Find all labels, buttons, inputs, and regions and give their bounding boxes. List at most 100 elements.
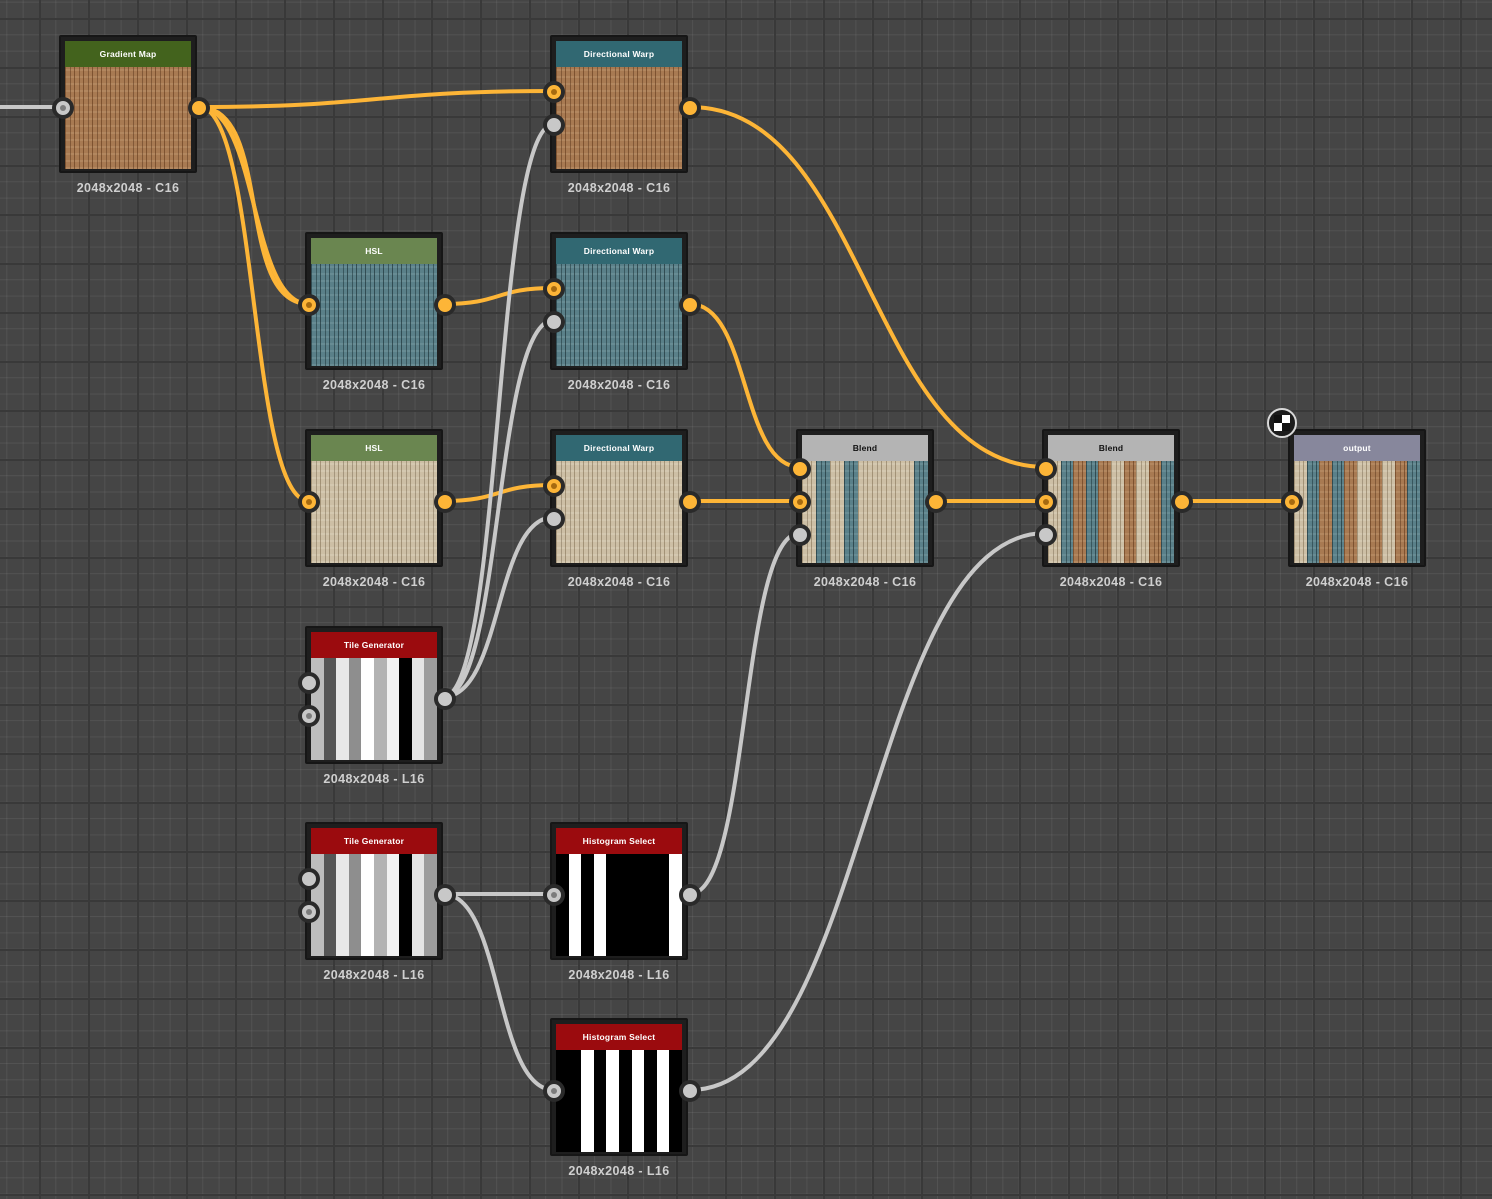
node-title: HSL xyxy=(311,238,437,264)
node-resolution: 2048x2048 - C16 xyxy=(567,575,671,589)
node-thumbnail xyxy=(311,461,437,563)
node-histogram-select-1[interactable]: Histogram Select 2048x2048 - L16 xyxy=(543,822,701,982)
opacity-input-port[interactable] xyxy=(1035,524,1057,546)
opacity-input-port[interactable] xyxy=(789,524,811,546)
grayscale-connection-wire[interactable] xyxy=(441,892,556,1092)
node-thumbnail xyxy=(311,854,437,956)
node-resolution: 2048x2048 - C16 xyxy=(567,181,671,195)
input-port[interactable] xyxy=(298,705,320,727)
output-port[interactable] xyxy=(679,97,701,119)
node-title: Directional Warp xyxy=(556,238,682,264)
node-thumbnail xyxy=(556,461,682,563)
input-port[interactable] xyxy=(543,278,565,300)
output-port[interactable] xyxy=(679,491,701,513)
node-title: output xyxy=(1294,435,1420,461)
node-directional-warp-2[interactable]: Directional Warp 2048x2048 - C16 xyxy=(543,232,701,392)
node-title: Tile Generator xyxy=(311,632,437,658)
checker-icon[interactable] xyxy=(1267,408,1297,438)
node-tile-generator-2[interactable]: Tile Generator 2048x2048 - L16 xyxy=(298,822,456,982)
output-port[interactable] xyxy=(434,491,456,513)
node-thumbnail xyxy=(556,1050,682,1152)
node-thumbnail xyxy=(802,461,928,563)
node-output[interactable]: output 2048x2048 - C16 xyxy=(1281,429,1426,589)
grayscale-connection-wire[interactable] xyxy=(441,122,556,699)
color-connection-wire[interactable] xyxy=(197,105,311,306)
node-thumbnail xyxy=(311,264,437,366)
input-port[interactable] xyxy=(52,97,74,119)
input-port[interactable] xyxy=(543,884,565,906)
node-resolution: 2048x2048 - C16 xyxy=(76,181,180,195)
output-port[interactable] xyxy=(434,688,456,710)
node-title: Directional Warp xyxy=(556,41,682,67)
node-resolution: 2048x2048 - L16 xyxy=(323,968,425,982)
input-port[interactable] xyxy=(543,1080,565,1102)
node-blend-2[interactable]: Blend 2048x2048 - C16 xyxy=(1035,429,1193,589)
node-histogram-select-2[interactable]: Histogram Select 2048x2048 - L16 xyxy=(543,1018,701,1178)
node-hsl-1[interactable]: HSL 2048x2048 - C16 xyxy=(298,232,456,392)
node-directional-warp-1[interactable]: Directional Warp 2048x2048 - C16 xyxy=(543,35,701,195)
node-resolution: 2048x2048 - C16 xyxy=(1059,575,1163,589)
node-resolution: 2048x2048 - C16 xyxy=(322,575,426,589)
node-blend-1[interactable]: Blend 2048x2048 - C16 xyxy=(789,429,947,589)
grayscale-connection-wire[interactable] xyxy=(688,531,1048,1092)
node-title: Histogram Select xyxy=(556,828,682,854)
grayscale-connection-wire[interactable] xyxy=(688,531,802,896)
input-port[interactable] xyxy=(298,672,320,694)
input-port[interactable] xyxy=(298,294,320,316)
foreground-input-port[interactable] xyxy=(789,458,811,480)
output-port[interactable] xyxy=(188,97,210,119)
node-title: Blend xyxy=(802,435,928,461)
input-port[interactable] xyxy=(298,901,320,923)
color-connection-wire[interactable] xyxy=(441,483,556,503)
output-port[interactable] xyxy=(434,884,456,906)
node-thumbnail xyxy=(1048,461,1174,563)
node-thumbnail xyxy=(65,67,191,169)
node-thumbnail xyxy=(1294,461,1420,563)
input-port[interactable] xyxy=(298,868,320,890)
input-port[interactable] xyxy=(1281,491,1303,513)
output-port[interactable] xyxy=(679,884,701,906)
input-port[interactable] xyxy=(298,491,320,513)
node-resolution: 2048x2048 - L16 xyxy=(323,772,425,786)
output-port[interactable] xyxy=(679,1080,701,1102)
node-title: HSL xyxy=(311,435,437,461)
grayscale-connection-wire[interactable] xyxy=(441,318,556,699)
output-port[interactable] xyxy=(679,294,701,316)
node-thumbnail xyxy=(556,67,682,169)
input-port[interactable] xyxy=(543,475,565,497)
node-thumbnail xyxy=(556,854,682,956)
node-resolution: 2048x2048 - C16 xyxy=(1305,575,1409,589)
color-connection-wire[interactable] xyxy=(197,105,311,503)
node-title: Blend xyxy=(1048,435,1174,461)
grayscale-connection-wire[interactable] xyxy=(441,515,556,699)
node-title: Histogram Select xyxy=(556,1024,682,1050)
node-resolution: 2048x2048 - C16 xyxy=(567,378,671,392)
node-resolution: 2048x2048 - C16 xyxy=(813,575,917,589)
input-port[interactable] xyxy=(543,81,565,103)
color-connection-wire[interactable] xyxy=(441,286,556,306)
color-connection-wire[interactable] xyxy=(688,302,802,469)
color-connection-wire[interactable] xyxy=(197,89,556,109)
node-resolution: 2048x2048 - L16 xyxy=(568,1164,670,1178)
intensity-input-port[interactable] xyxy=(543,114,565,136)
node-title: Gradient Map xyxy=(65,41,191,67)
node-thumbnail xyxy=(556,264,682,366)
background-input-port[interactable] xyxy=(1035,491,1057,513)
node-thumbnail xyxy=(311,658,437,760)
background-input-port[interactable] xyxy=(789,491,811,513)
output-port[interactable] xyxy=(925,491,947,513)
foreground-input-port[interactable] xyxy=(1035,458,1057,480)
intensity-input-port[interactable] xyxy=(543,508,565,530)
intensity-input-port[interactable] xyxy=(543,311,565,333)
node-resolution: 2048x2048 - C16 xyxy=(322,378,426,392)
output-port[interactable] xyxy=(1171,491,1193,513)
node-hsl-2[interactable]: HSL 2048x2048 - C16 xyxy=(298,429,456,589)
node-tile-generator-1[interactable]: Tile Generator 2048x2048 - L16 xyxy=(298,626,456,786)
node-title: Directional Warp xyxy=(556,435,682,461)
output-port[interactable] xyxy=(434,294,456,316)
node-directional-warp-3[interactable]: Directional Warp 2048x2048 - C16 xyxy=(543,429,701,589)
color-connection-wire[interactable] xyxy=(688,105,1048,469)
node-gradient-map[interactable]: Gradient Map 2048x2048 - C16 xyxy=(52,35,210,195)
node-resolution: 2048x2048 - L16 xyxy=(568,968,670,982)
